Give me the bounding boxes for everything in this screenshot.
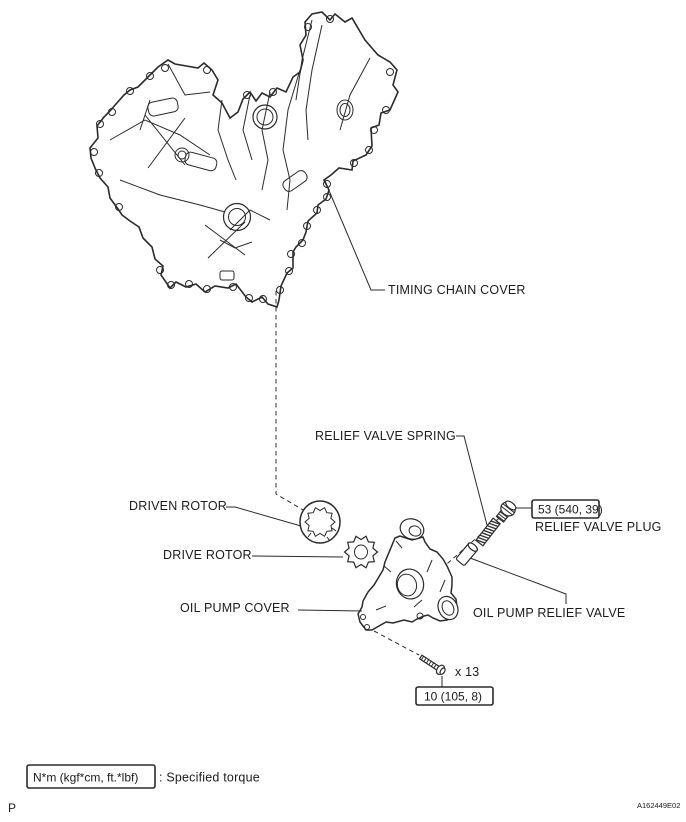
driven-rotor-drawing (299, 500, 341, 544)
label-relief-valve-spring: RELIEF VALVE SPRING (315, 429, 456, 443)
bolt-torque-value: 10 (105, 8) (424, 690, 482, 704)
bolt-torque-callout: 10 (105, 8) (415, 686, 494, 706)
drive-rotor-drawing (343, 535, 379, 569)
oil-pump-cover-drawing (357, 518, 459, 631)
page-marker: P (8, 801, 16, 815)
label-drive-rotor: DRIVE ROTOR (163, 548, 252, 562)
crankshaft-seal-opening (222, 202, 252, 232)
label-oil-pump-cover: OIL PUMP COVER (180, 601, 290, 615)
figure-code: A162449E02 (637, 801, 680, 810)
plug-torque-value: 53 (540, 39) (538, 503, 603, 517)
plug-torque-callout: 53 (540, 39) (531, 499, 603, 519)
oil-pump-relief-valve-drawing (455, 542, 479, 566)
pump-cover-center-opening (395, 568, 425, 600)
cover-bolt-drawing (418, 654, 446, 676)
label-driven-rotor: DRIVEN ROTOR (129, 499, 227, 513)
upper-cover-opening (252, 104, 278, 130)
cover-bolt-holes (90, 15, 394, 303)
timing-chain-cover-drawing (89, 11, 399, 309)
legend-note: : Specified torque (159, 771, 260, 785)
relief-valve-spring-drawing (474, 517, 502, 547)
label-bolt-count: x 13 (455, 665, 479, 679)
legend-unit-box: N*m (kgf*cm, ft.*lbf) (33, 771, 138, 785)
leader-lines (226, 180, 567, 687)
pump-cover-top-boss (399, 518, 425, 540)
pump-cover-detail-lines (375, 540, 446, 611)
label-oil-pump-relief-valve: OIL PUMP RELIEF VALVE (473, 606, 625, 620)
label-relief-valve-plug: RELIEF VALVE PLUG (535, 520, 662, 534)
relief-valve-plug-drawing (495, 500, 517, 523)
label-timing-chain-cover: TIMING CHAIN COVER (388, 283, 526, 297)
cover-rib-lines (109, 19, 371, 281)
torque-legend: N*m (kgf*cm, ft.*lbf) : Specified torque (26, 764, 260, 789)
